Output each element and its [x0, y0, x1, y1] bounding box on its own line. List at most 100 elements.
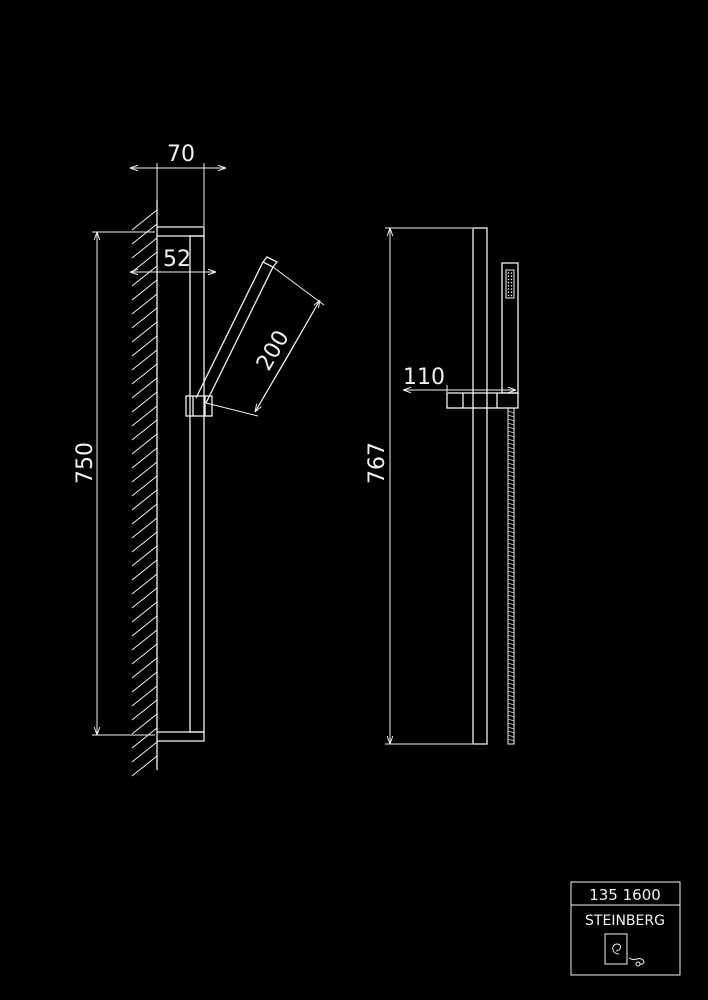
hose-segment — [507, 638, 515, 642]
side-view: 70 52 200 750 — [73, 142, 325, 777]
spray-nozzle — [507, 278, 510, 281]
hatch-line — [131, 629, 158, 651]
hose-segment — [507, 674, 515, 678]
hatch-line — [131, 279, 158, 301]
hatch-line — [131, 587, 158, 609]
hose-segment — [507, 706, 515, 710]
hose-segment — [507, 734, 515, 738]
hatch-line — [131, 363, 158, 385]
hose-segment — [507, 622, 515, 626]
hatch-line — [131, 419, 158, 441]
hose-segment — [507, 598, 515, 602]
hose-segment — [507, 594, 515, 598]
hose-segment — [507, 646, 515, 650]
hose-segment — [507, 738, 515, 742]
hose-segment — [507, 434, 515, 438]
shower-hose — [507, 407, 515, 745]
front-hand-shower — [501, 262, 519, 394]
hose-segment — [507, 610, 515, 614]
hose-segment — [507, 506, 515, 510]
hose-segment — [507, 454, 515, 458]
spray-nozzle — [510, 294, 513, 297]
slide-rail — [189, 235, 205, 733]
hose-segment — [507, 698, 515, 702]
steinberg-logo-icon — [604, 933, 645, 967]
hose-segment — [507, 446, 515, 450]
hose-segment — [507, 546, 515, 550]
hose-segment — [507, 602, 515, 606]
hatch-line — [131, 307, 158, 329]
shower-holder — [185, 395, 213, 417]
dim-bar-height-label: 750 — [73, 442, 98, 484]
hose-segment — [507, 666, 515, 670]
hose-segment — [507, 538, 515, 542]
hose-segment — [507, 626, 515, 630]
hose-segment — [507, 570, 515, 574]
hose-segment — [507, 414, 515, 418]
hatch-line — [131, 223, 158, 245]
hatch-line — [131, 755, 158, 777]
hatch-line — [131, 573, 158, 595]
spray-nozzle — [507, 288, 510, 290]
hatch-line — [131, 321, 158, 343]
product-code: 135 1600 — [589, 886, 661, 904]
hose-segment — [507, 526, 515, 530]
hose-segment — [507, 466, 515, 470]
hose-segment — [507, 658, 515, 662]
hose-segment — [507, 474, 515, 478]
hatch-line — [131, 293, 158, 315]
hatch-line — [131, 531, 158, 553]
hose-segment — [507, 686, 515, 690]
hose-segment — [507, 450, 515, 454]
dim-offset-label: 52 — [163, 247, 191, 272]
hose-segment — [507, 730, 515, 734]
hose-segment — [507, 590, 515, 594]
hatch-line — [131, 559, 158, 581]
title-block: 135 1600 STEINBERG — [570, 881, 681, 976]
hose-segment — [507, 542, 515, 546]
hatch-line — [131, 671, 158, 693]
hose-segment — [507, 642, 515, 646]
brand-name: STEINBERG — [585, 913, 665, 929]
hose-segment — [507, 422, 515, 426]
bottom-bracket — [157, 731, 205, 742]
hatch-line — [131, 265, 158, 287]
hatch-line — [131, 657, 158, 679]
spray-nozzle — [510, 281, 513, 284]
hose-segment — [507, 502, 515, 506]
hose-segment — [507, 566, 515, 570]
hose-segment — [507, 586, 515, 590]
spray-nozzle — [507, 272, 510, 274]
hand-shower — [195, 261, 274, 404]
hose-segment — [507, 470, 515, 474]
hatch-line — [131, 741, 158, 763]
spray-nozzle — [507, 294, 510, 297]
hose-segment — [507, 530, 515, 534]
hose-segment — [507, 486, 515, 490]
hose-segment — [507, 478, 515, 482]
hatch-line — [131, 335, 158, 357]
hatch-line — [131, 545, 158, 567]
hatch-line — [131, 433, 158, 455]
hose-segment — [507, 662, 515, 666]
spray-nozzle — [507, 281, 510, 284]
hose-segment — [507, 518, 515, 522]
front-holder — [446, 392, 519, 409]
hose-segment — [507, 634, 515, 638]
hatch-line — [131, 237, 158, 259]
hatch-line — [131, 713, 158, 735]
hose-segment — [507, 574, 515, 578]
spray-nozzle — [510, 278, 513, 281]
hatch-line — [131, 503, 158, 525]
hose-segment — [507, 722, 515, 726]
spray-nozzle — [510, 272, 513, 274]
spray-nozzle — [510, 275, 513, 278]
hatch-line — [131, 601, 158, 623]
hatch-line — [131, 251, 158, 273]
spray-nozzle — [510, 288, 513, 290]
hose-segment — [507, 438, 515, 442]
hose-segment — [507, 702, 515, 706]
front-view: 767 110 — [365, 227, 519, 745]
hatch-line — [131, 209, 158, 231]
